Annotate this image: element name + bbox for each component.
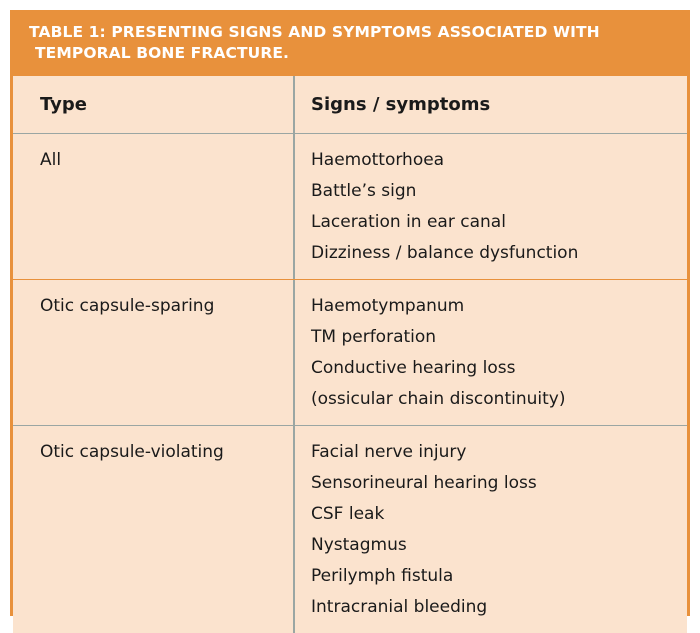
sign-item: Haemotympanum — [311, 296, 465, 316]
row-type-cell: Otic capsule-violating — [13, 426, 295, 633]
sign-item: Perilymph fistula — [311, 566, 454, 586]
sign-item: CSF leak — [311, 504, 385, 524]
row-type-label: Otic capsule-violating — [40, 442, 224, 462]
row-type-label: All — [40, 150, 62, 170]
row-type-label: Otic capsule-sparing — [40, 296, 215, 316]
sign-item: Haemottorhoea — [311, 150, 445, 170]
table-caption-banner: TABLE 1: PRESENTING SIGNS AND SYMPTOMS A… — [13, 13, 687, 76]
table-row: Otic capsule-sparing Haemotympanum TM pe… — [13, 280, 687, 426]
row-signs-cell: Haemotympanum TM perforation Conductive … — [295, 280, 687, 425]
header-cell-signs: Signs / symptoms — [295, 76, 687, 133]
column-header-label: Signs / symptoms — [311, 94, 491, 115]
sign-item: Dizziness / balance dysfunction — [311, 243, 579, 263]
sign-item: Intracranial bleeding — [311, 597, 488, 617]
table-row: Otic capsule-violating Facial nerve inju… — [13, 426, 687, 633]
sign-item: Battle’s sign — [311, 181, 417, 201]
table-caption-line-1: TABLE 1: PRESENTING SIGNS AND SYMPTOMS A… — [29, 23, 600, 41]
sign-item: Conductive hearing loss — [311, 358, 516, 378]
data-table: Type Signs / symptoms All Haemottorhoea … — [13, 76, 687, 633]
table-figure: TABLE 1: PRESENTING SIGNS AND SYMPTOMS A… — [10, 10, 690, 633]
header-cell-type: Type — [13, 76, 295, 133]
column-header-label: Type — [40, 94, 87, 115]
table-header-row: Type Signs / symptoms — [13, 76, 687, 134]
row-type-cell: Otic capsule-sparing — [13, 280, 295, 425]
row-signs-cell: Facial nerve injury Sensorineural hearin… — [295, 426, 687, 633]
sign-item: Facial nerve injury — [311, 442, 467, 462]
sign-item: TM perforation — [311, 327, 437, 347]
row-type-cell: All — [13, 134, 295, 279]
table-row: All Haemottorhoea Battle’s sign Lacerati… — [13, 134, 687, 280]
sign-item: Laceration in ear canal — [311, 212, 506, 232]
row-signs-cell: Haemottorhoea Battle’s sign Laceration i… — [295, 134, 687, 279]
sign-item: Nystagmus — [311, 535, 407, 555]
sign-item: (ossicular chain discontinuity) — [311, 389, 566, 409]
table-caption-line-2: TEMPORAL BONE FRACTURE. — [35, 44, 290, 62]
sign-item: Sensorineural hearing loss — [311, 473, 537, 493]
